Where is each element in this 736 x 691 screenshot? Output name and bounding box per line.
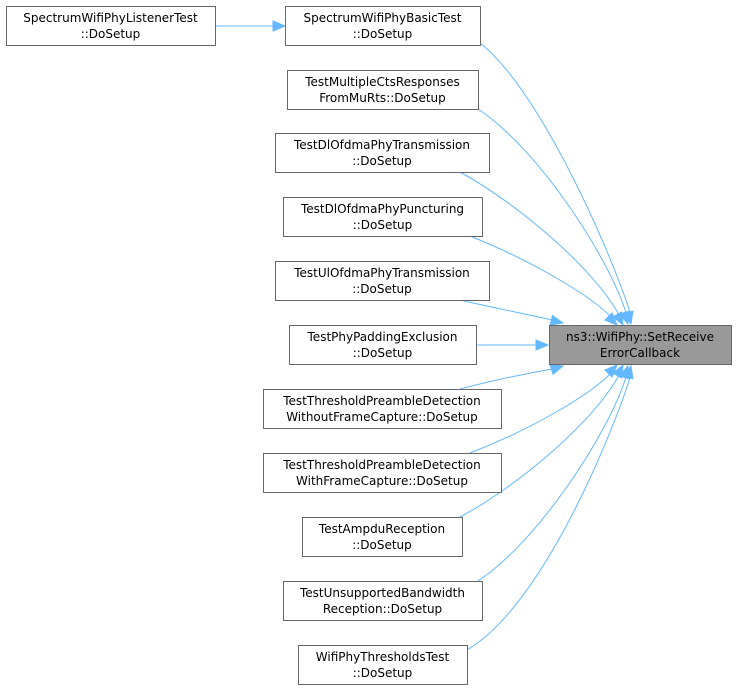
caller-node-basic-box	[285, 6, 481, 46]
caller-node-listener-box	[6, 6, 216, 46]
caller-node-ampdu-box	[302, 517, 463, 557]
caller-node-thrtest[interactable]: WifiPhyThresholdsTest::DoSetup	[298, 645, 468, 685]
edge-thrwith-to-target	[469, 364, 618, 454]
edge-listener-to-basic-arrowhead	[272, 20, 287, 32]
edge-thrwith-to-target-line	[469, 372, 612, 454]
edge-dlpunct-to-target-arrowhead	[604, 312, 618, 326]
caller-node-unsup[interactable]: TestUnsupportedBandwidthReception::DoSet…	[283, 581, 483, 621]
caller-node-basic-label-line-2: ::DoSetup	[353, 27, 413, 41]
edge-ultx-to-target	[459, 299, 565, 326]
edge-basic-to-target-line	[479, 42, 631, 313]
caller-node-thrwith[interactable]: TestThresholdPreambleDetectionWithFrameC…	[263, 453, 502, 493]
call-edges	[215, 20, 634, 652]
caller-node-unsup-label-line-1: TestUnsupportedBandwidth	[299, 586, 465, 600]
caller-node-multicts[interactable]: TestMultipleCtsResponsesFromMuRts::DoSet…	[287, 70, 479, 110]
caller-node-padding-box	[289, 325, 477, 365]
caller-node-ultx-box	[275, 261, 490, 301]
caller-node-thrwith-label-line-2: WithFrameCapture::DoSetup	[296, 474, 468, 488]
edge-ampdu-to-target-line	[459, 374, 620, 518]
caller-node-ampdu-label-line-1: TestAmpduReception	[318, 522, 445, 536]
caller-node-listener-label-line-2: ::DoSetup	[81, 27, 141, 41]
caller-node-dlpunct-label-line-2: ::DoSetup	[353, 218, 413, 232]
caller-node-dltx-label-line-1: TestDlOfdmaPhyTransmission	[293, 138, 470, 152]
edge-dltx-to-target-arrowhead	[611, 311, 624, 327]
target-node-set-receive-error-callback-label-line-1: ns3::WifiPhy::SetReceive	[566, 330, 714, 344]
caller-node-ultx-label-line-2: ::DoSetup	[352, 282, 412, 296]
caller-node-thrtest-label-line-2: ::DoSetup	[353, 666, 413, 680]
caller-node-multicts-label-line-2: FromMuRts::DoSetup	[319, 91, 446, 105]
edge-dltx-to-target-line	[459, 171, 620, 316]
edge-padding-to-target	[476, 339, 550, 351]
caller-node-thrwith-box	[263, 453, 502, 493]
caller-node-padding[interactable]: TestPhyPaddingExclusion::DoSetup	[289, 325, 477, 365]
edge-thrtest-to-target	[464, 364, 634, 652]
caller-node-thrtest-box	[298, 645, 468, 685]
caller-node-basic[interactable]: SpectrumWifiPhyBasicTest::DoSetup	[285, 6, 481, 46]
caller-node-basic-label-line-1: SpectrumWifiPhyBasicTest	[304, 11, 462, 25]
edge-multicts-to-target-line	[477, 108, 627, 314]
edge-thrwo-to-target-arrowhead	[549, 364, 565, 376]
caller-node-unsup-box	[283, 581, 483, 621]
caller-node-ampdu[interactable]: TestAmpduReception::DoSetup	[302, 517, 463, 557]
caller-node-ampdu-label-line-2: ::DoSetup	[352, 538, 412, 552]
caller-node-ultx[interactable]: TestUlOfdmaPhyTransmission::DoSetup	[275, 261, 490, 301]
target-node-set-receive-error-callback-label-line-2: ErrorCallback	[600, 346, 680, 360]
edge-basic-to-target	[479, 42, 634, 326]
edge-ultx-to-target-line	[459, 299, 553, 321]
caller-node-unsup-label-line-2: Reception::DoSetup	[323, 602, 442, 616]
caller-node-padding-label-line-2: ::DoSetup	[353, 346, 413, 360]
edge-dlpunct-to-target-line	[469, 235, 612, 318]
edge-ultx-to-target-arrowhead	[549, 314, 565, 326]
target-node-set-receive-error-callback-box	[549, 325, 732, 365]
caller-node-ultx-label-line-1: TestUlOfdmaPhyTransmission	[293, 266, 470, 280]
edge-thrtest-to-target-arrowhead	[622, 364, 634, 380]
caller-node-dltx[interactable]: TestDlOfdmaPhyTransmission::DoSetup	[275, 133, 490, 173]
caller-node-dlpunct-label-line-1: TestDlOfdmaPhyPuncturing	[300, 202, 464, 216]
caller-node-dltx-label-line-2: ::DoSetup	[352, 154, 412, 168]
caller-node-thrwo[interactable]: TestThresholdPreambleDetectionWithoutFra…	[263, 389, 502, 429]
caller-node-listener-label-line-1: SpectrumWifiPhyListenerTest	[23, 11, 198, 25]
caller-node-thrwith-label-line-1: TestThresholdPreambleDetection	[282, 458, 481, 472]
caller-node-multicts-box	[287, 70, 479, 110]
edge-thrtest-to-target-line	[464, 377, 631, 652]
caller-node-dltx-box	[275, 133, 490, 173]
caller-node-padding-label-line-1: TestPhyPaddingExclusion	[307, 330, 458, 344]
edge-thrwo-to-target-line	[459, 368, 553, 390]
caller-node-listener[interactable]: SpectrumWifiPhyListenerTest::DoSetup	[6, 6, 216, 46]
edge-dlpunct-to-target	[469, 235, 618, 326]
caller-node-thrwo-label-line-1: TestThresholdPreambleDetection	[282, 394, 481, 408]
caller-node-dlpunct-box	[283, 197, 483, 237]
caller-node-thrwo-box	[263, 389, 502, 429]
edge-unsup-to-target-line	[477, 376, 627, 582]
edge-padding-to-target-arrowhead	[535, 339, 550, 351]
edge-thrwith-to-target-arrowhead	[604, 364, 618, 378]
caller-node-thrtest-label-line-1: WifiPhyThresholdsTest	[316, 650, 450, 664]
edge-listener-to-basic	[215, 20, 287, 32]
caller-node-multicts-label-line-1: TestMultipleCtsResponses	[304, 75, 460, 89]
caller-node-thrwo-label-line-2: WithoutFrameCapture::DoSetup	[286, 410, 478, 424]
edge-dltx-to-target	[459, 171, 624, 327]
edge-thrwo-to-target	[459, 364, 565, 390]
caller-node-dlpunct[interactable]: TestDlOfdmaPhyPuncturing::DoSetup	[283, 197, 483, 237]
edge-ampdu-to-target	[459, 363, 624, 518]
